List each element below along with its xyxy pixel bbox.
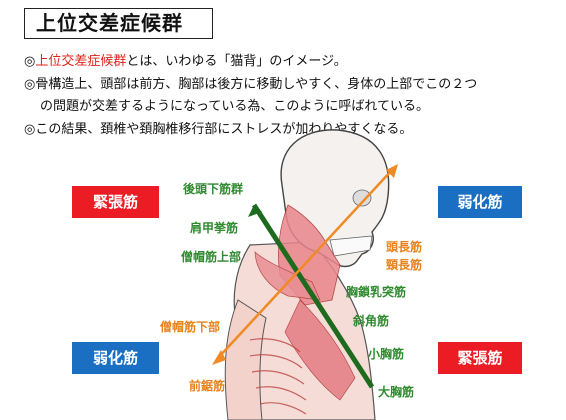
page-title: 上位交差症候群 [24, 8, 213, 39]
description-line-1: ◎上位交差症候群とは、いわゆる「猫背」のイメージ。 [24, 51, 554, 74]
arm-outline [224, 299, 267, 420]
bullet-mark: ◎ [24, 54, 36, 69]
weak-muscle-tag-right: 弱化筋 [438, 186, 522, 218]
description-line-2: ◎骨構造上、頭部は前方、胸部は後方に移動しやすく、身体の上部でこの２つ [24, 76, 478, 92]
label-lower-trapezius: 僧帽筋下部 [160, 320, 221, 334]
weakness-cross-line [217, 169, 393, 359]
tension-muscle-tag-right: 緊張筋 [438, 342, 522, 374]
label-serratus-anterior: 前鋸筋 [189, 379, 226, 393]
description-line-3: の問題が交差するようになっている為、このように呼ばれている。 [40, 99, 429, 114]
tension-muscle-tag-left: 緊張筋 [72, 186, 159, 218]
weakness-arrowhead-bottom [212, 350, 226, 365]
label-pectoralis-major: 大胸筋 [378, 385, 415, 399]
label-longus-colli: 頸長筋 [386, 258, 423, 272]
description-line-1-rest: とは、いわゆる「猫背」のイメージ。 [126, 54, 347, 69]
rib-lines [249, 338, 307, 415]
syndrome-name-highlight: 上位交差症候群 [35, 54, 127, 69]
weak-muscle-tag-left: 弱化筋 [72, 342, 159, 374]
label-levator-scapulae: 肩甲挙筋 [190, 221, 239, 235]
jaw-outline [329, 235, 373, 257]
trapezius-shape [254, 251, 321, 301]
tension-line-arrowhead [248, 205, 262, 217]
eye-socket [352, 189, 372, 207]
weakness-arrowhead-top [386, 164, 398, 178]
chest-muscles [284, 299, 356, 401]
label-sternocleidomastoid: 胸鎖乳突筋 [346, 285, 407, 299]
label-upper-trapezius: 僧帽筋上部 [181, 250, 242, 264]
label-suboccipital: 後頭下筋群 [183, 182, 244, 196]
label-longus-capitis: 頭長筋 [386, 240, 423, 254]
label-pectoralis-minor: 小胸筋 [368, 347, 405, 361]
tension-cross-line [251, 203, 375, 389]
label-scalenes: 斜角筋 [353, 314, 390, 328]
